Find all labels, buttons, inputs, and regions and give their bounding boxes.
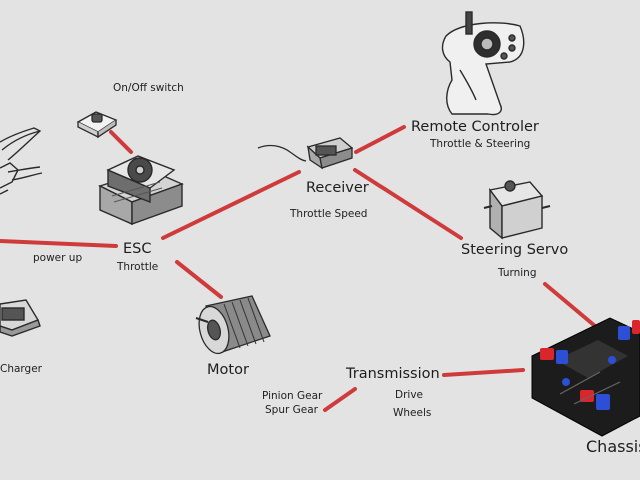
label-servo-sub: Turning [498, 267, 537, 279]
label-steering-servo: Steering Servo [461, 242, 569, 258]
battery-icon [0, 127, 43, 195]
label-pinion-gear: Pinion Gear [262, 390, 323, 402]
connector-transmission-chassis [442, 368, 525, 377]
label-receiver-sub: Throttle Speed [290, 208, 368, 220]
connector-battery-esc [0, 239, 118, 248]
label-transmission: Transmission [346, 366, 440, 382]
esc-icon [98, 155, 184, 226]
label-wheels: Wheels [393, 407, 432, 419]
connectors [0, 125, 597, 412]
connector-esc-receiver [161, 170, 301, 240]
connector-esc-motor [175, 260, 223, 299]
connector-pinion-transmission [323, 387, 357, 412]
label-motor: Motor [207, 362, 249, 378]
connector-switch-esc [109, 130, 133, 154]
label-power-up: power up [33, 252, 83, 264]
label-remote-sub: Throttle & Steering [430, 138, 531, 150]
label-remote-controler: Remote Controler [411, 119, 539, 135]
servo-icon [483, 180, 551, 240]
label-esc: ESC [123, 241, 152, 257]
switch-icon [76, 111, 118, 139]
label-esc-sub: Throttle [117, 261, 159, 273]
label-on-off-switch: On/Off switch [113, 82, 184, 94]
connector-receiver-servo [353, 168, 463, 240]
chassis-icon [531, 317, 640, 437]
label-chassis: Chassis [586, 437, 640, 456]
connector-servo-chassis [543, 282, 597, 328]
label-spur-gear: Spur Gear [265, 404, 318, 416]
label-charger: Charger [0, 363, 42, 375]
charger-icon [0, 299, 41, 337]
connector-receiver-remote [354, 125, 406, 154]
remote-controller-icon [441, 11, 525, 116]
label-drive: Drive [395, 389, 423, 401]
receiver-icon [257, 137, 354, 170]
motor-icon [195, 295, 271, 355]
label-receiver: Receiver [306, 180, 369, 196]
